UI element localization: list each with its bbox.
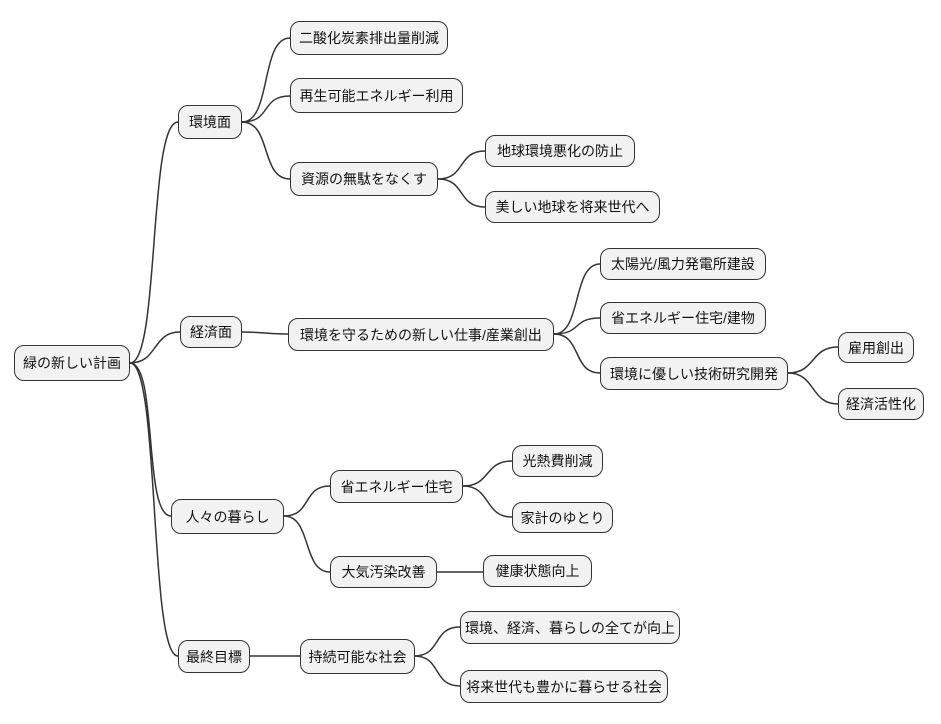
- edge-waste-beautiful-earth: [437, 178, 486, 208]
- edge-sustainable-all-improve: [413, 626, 461, 657]
- edge-root-environment: [129, 121, 179, 364]
- node-final-goal: 最終目標: [178, 640, 250, 673]
- edge-jobs-solar: [553, 263, 601, 335]
- node-energy-saving-house: 省エネルギー住宅: [330, 470, 463, 503]
- edge-environment-co2: [241, 37, 291, 123]
- edge-ecohouse-utility: [462, 460, 513, 487]
- edge-economy-jobs: [241, 331, 289, 335]
- node-no-resource-waste: 資源の無駄をなくす: [290, 162, 438, 196]
- node-new-green-jobs: 環境を守るための新しい仕事/産業創出: [288, 318, 554, 351]
- edge-root-life: [129, 362, 172, 517]
- edge-life-air: [283, 515, 331, 573]
- edge-jobs-greentech: [553, 333, 601, 374]
- edge-root-economy: [129, 331, 181, 364]
- edge-jobs-ecohousing: [553, 317, 601, 335]
- node-sustainable-society: 持続可能な社会: [300, 639, 415, 674]
- edge-root-goal: [129, 362, 179, 657]
- node-economy: 経済面: [180, 316, 242, 348]
- edge-environment-waste: [241, 121, 291, 180]
- edge-greentech-economy-boost: [787, 372, 839, 405]
- node-economic-vitalization: 経済活性化: [838, 388, 924, 420]
- node-co2-reduction: 二酸化炭素排出量削減: [290, 21, 448, 55]
- node-all-aspects-improve: 環境、経済、暮らしの全てが向上: [460, 611, 680, 644]
- edge-life-ecohouse: [283, 485, 331, 517]
- edge-environment-renewable: [241, 95, 291, 123]
- node-environment: 環境面: [178, 105, 242, 139]
- edge-sustainable-future-gen: [413, 655, 461, 687]
- node-renewable-energy: 再生可能エネルギー利用: [290, 78, 463, 113]
- node-employment-creation: 雇用創出: [838, 332, 914, 363]
- node-prevent-degradation: 地球環境悪化の防止: [485, 135, 635, 167]
- node-beautiful-earth: 美しい地球を将来世代へ: [485, 191, 660, 223]
- node-utility-cost-cut: 光熱費削減: [512, 445, 603, 477]
- node-solar-wind-plants: 太陽光/風力発電所建設: [600, 248, 766, 280]
- node-peoples-life: 人々の暮らし: [171, 499, 284, 534]
- edge-waste-prevention: [437, 150, 486, 180]
- node-green-tech-rnd: 環境に優しい技術研究開発: [600, 357, 788, 390]
- node-health-improvement: 健康状態向上: [483, 555, 592, 587]
- edge-ecohouse-budget: [462, 485, 513, 518]
- node-household-margin: 家計のゆとり: [512, 502, 613, 533]
- node-root-green-new-plan: 緑の新しい計画: [14, 345, 130, 381]
- node-energy-saving-buildings: 省エネルギー住宅/建物: [600, 302, 766, 334]
- node-air-pollution-improvement: 大気汚染改善: [330, 556, 437, 588]
- edge-greentech-employment: [787, 346, 839, 374]
- node-future-generations-prosper: 将来世代も豊かに暮らせる社会: [460, 670, 668, 703]
